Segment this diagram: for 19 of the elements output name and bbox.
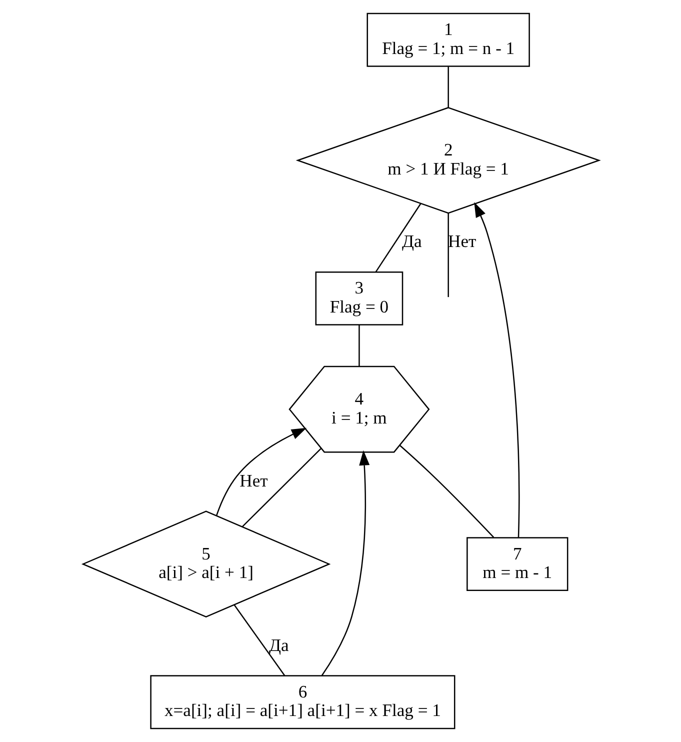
node-box: 6 x=a[i]; a[i] = a[i+1] a[i+1] = x Flag = 1: [150, 675, 455, 730]
edge-label: Нет: [239, 470, 268, 490]
connector: [358, 324, 360, 366]
arrow: [215, 428, 306, 516]
connector: [398, 444, 494, 538]
edge-label: Да: [268, 634, 288, 655]
connector: [241, 448, 321, 528]
connector: [447, 66, 448, 108]
connector: [447, 213, 448, 298]
node-box: 1 Flag = 1; m = n - 1: [366, 12, 530, 67]
node-box: 7 m = m - 1: [466, 537, 568, 592]
connector: [374, 203, 421, 272]
arrow: [474, 202, 520, 538]
node-box: 3 Flag = 0: [314, 271, 403, 326]
node-diamond: 5 a[i] > a[i + 1]: [80, 510, 330, 618]
edge-label: Да: [402, 231, 422, 252]
node-diamond: 2 m > 1 И Flag = 1: [295, 106, 600, 214]
connector: [233, 604, 285, 676]
arrow: [320, 450, 370, 676]
